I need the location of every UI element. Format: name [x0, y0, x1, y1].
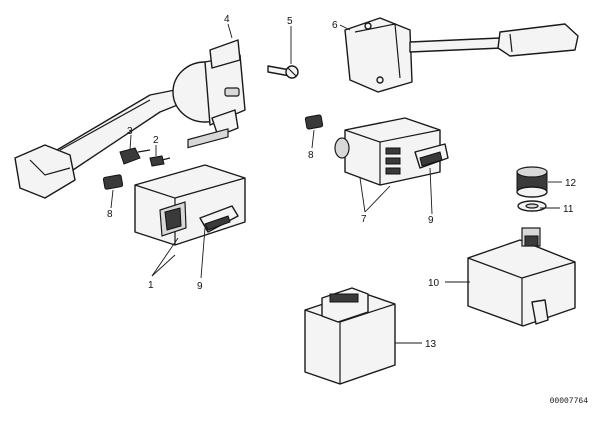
callout-12: 12: [565, 178, 577, 189]
callout-3: 3: [127, 126, 133, 137]
callout-2: 2: [153, 135, 159, 146]
callout-labels: 1 2 3 4 5 6 7 8 8 9 9 10 11 12 13: [107, 14, 577, 350]
callout-5: 5: [287, 16, 293, 27]
reference-number: 00007764: [549, 397, 588, 406]
nut-part-8-middle: [304, 114, 324, 130]
callout-6: 6: [332, 20, 338, 31]
callout-7: 7: [361, 214, 367, 225]
callout-8-middle: 8: [308, 150, 314, 161]
callout-9-middle: 9: [428, 215, 434, 226]
washer-part-11: [517, 200, 547, 212]
callout-8-left: 8: [107, 209, 113, 220]
right-stalk-switch: [344, 17, 579, 93]
callout-4: 4: [224, 14, 230, 25]
nut-part-8-left: [102, 174, 124, 190]
callout-13: 13: [425, 339, 437, 350]
left-switch-module: [134, 128, 246, 246]
callout-10: 10: [428, 278, 440, 289]
callout-9-left: 9: [197, 281, 203, 292]
middle-switch-module: [334, 117, 449, 186]
leader-lines: [110, 23, 562, 344]
left-stalk-switch: [14, 39, 246, 199]
cap-part-12: [516, 166, 548, 198]
screw-part-5: [267, 65, 299, 79]
callout-11: 11: [563, 204, 574, 215]
relay-box: [467, 227, 576, 327]
callout-1: 1: [148, 280, 154, 291]
control-unit: [304, 287, 396, 385]
small-parts-2-3: [119, 147, 171, 167]
